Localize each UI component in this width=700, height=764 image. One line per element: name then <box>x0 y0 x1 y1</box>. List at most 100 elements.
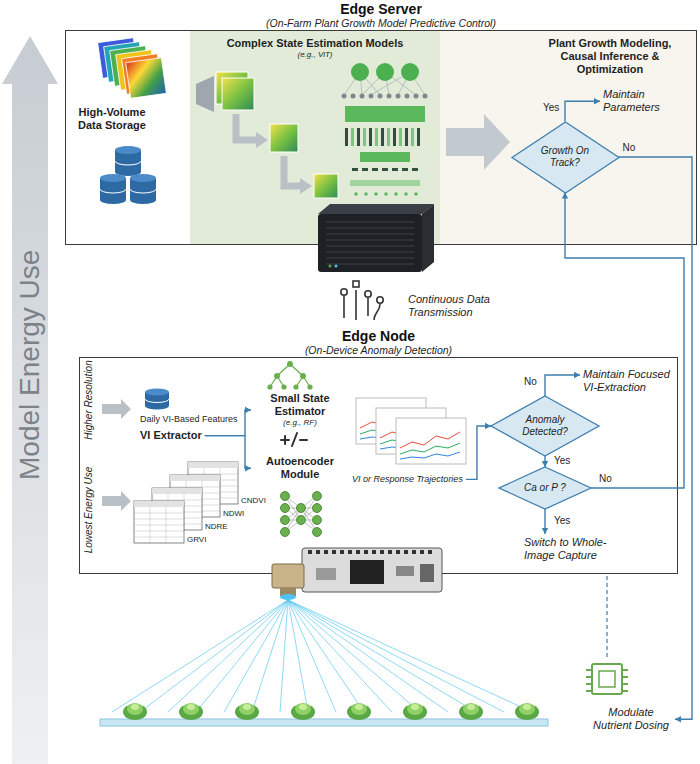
model-pipeline-art <box>376 63 394 81</box>
image-stack <box>98 38 139 79</box>
light-rays <box>112 600 532 712</box>
model-pipeline-art <box>345 128 420 146</box>
light-rays <box>112 600 532 712</box>
sensor-board <box>420 564 434 582</box>
action-text: Maintain Focused VI-Extraction <box>583 368 675 394</box>
tree-icon <box>267 361 312 390</box>
node-title: Small State Estimator <box>252 392 348 418</box>
model-pipeline-art <box>396 94 401 99</box>
sensor-board <box>404 550 408 554</box>
plant-tray <box>123 703 147 720</box>
model-pipeline-art <box>378 94 383 99</box>
transmission-icon <box>353 281 359 287</box>
model-band: Complex State Estimation Models(e.g., Vi… <box>190 31 440 244</box>
model-pipeline-art <box>352 168 418 171</box>
server-icon <box>326 222 414 264</box>
edge-label: Yes <box>554 515 570 527</box>
model-pipeline-art <box>402 168 408 171</box>
sensor-board <box>420 550 424 554</box>
sensor-board <box>348 550 352 554</box>
transmission-icon <box>341 289 347 295</box>
plant-tray <box>519 703 535 715</box>
spreadsheet-stack <box>134 501 184 507</box>
model-pipeline-art <box>394 192 398 196</box>
connector-arrow <box>205 436 251 472</box>
model-pipeline-art <box>412 168 418 171</box>
camera-icon <box>272 564 304 588</box>
connector-line <box>205 436 251 469</box>
plant-tray <box>355 704 363 710</box>
diamond-outline <box>512 122 619 193</box>
node-title: Ca or P ? <box>524 482 566 494</box>
plant-tray <box>467 704 475 710</box>
trajectory-charts <box>360 423 420 434</box>
database-icon <box>100 174 126 182</box>
spreadsheet-stack <box>170 475 220 481</box>
sensor-board <box>340 550 344 554</box>
plant-tray <box>515 703 539 720</box>
spreadsheet-stack <box>188 468 238 504</box>
connector-line <box>565 193 684 489</box>
database-icon <box>130 189 156 193</box>
autoencoder-icon <box>313 516 322 525</box>
resolution-chevron <box>102 399 131 419</box>
plus-minus-icon <box>281 433 307 446</box>
camera-icon <box>280 594 296 600</box>
autoencoder-icon <box>313 504 322 513</box>
plant-tray <box>131 704 139 710</box>
node-subtitle: (e.g., ViT) <box>190 50 440 60</box>
edge-label: Yes <box>543 102 559 114</box>
plant-tray <box>291 704 315 720</box>
autoencoder-icon <box>297 504 306 513</box>
arrow-head <box>485 423 491 429</box>
spreadsheet-stack <box>170 475 220 517</box>
connector-line <box>544 509 545 534</box>
plant-tray <box>100 703 548 726</box>
database-icon <box>100 189 126 193</box>
sensor-board <box>324 550 328 554</box>
plant-tray <box>515 704 539 720</box>
model-pipeline-art <box>369 94 374 99</box>
node-panel: Edge Node(On-Device Anomaly Detection)VI… <box>79 357 678 574</box>
node-title: VI or Response Trajectories <box>352 474 463 485</box>
database-icon <box>100 178 126 204</box>
sensor-board <box>412 550 416 554</box>
node-title: Autoencoder Module <box>252 455 348 481</box>
sensor-board <box>372 550 376 554</box>
connector-line <box>544 456 545 467</box>
model-label: Autoencoder Module <box>252 455 348 481</box>
arrow-head <box>245 465 251 471</box>
server-icon <box>329 265 332 268</box>
model-pipeline-art <box>344 72 425 95</box>
image-stack <box>116 50 157 91</box>
spreadsheet-stack <box>170 475 220 517</box>
model-pipeline-art <box>364 192 368 196</box>
plant-tray <box>299 704 307 710</box>
plant-tray <box>463 703 479 715</box>
edge-label: Yes <box>554 455 570 467</box>
autoencoder-icon <box>313 528 322 537</box>
arrow-head <box>594 98 600 104</box>
database-icon <box>145 389 169 396</box>
model-pipeline-art <box>270 124 298 152</box>
trajectory-charts <box>400 443 460 454</box>
server-icon <box>318 204 434 214</box>
model-pipeline-art <box>384 192 388 196</box>
node-title: Maintain Focused VI-Extraction <box>583 368 675 394</box>
connector-arrow <box>542 509 548 534</box>
image-stack <box>104 42 145 83</box>
autoencoder-icon <box>281 492 322 537</box>
trajectory-charts <box>396 418 466 464</box>
tree-icon <box>307 384 312 389</box>
model-pipeline-art <box>360 94 365 99</box>
spreadsheet-stack <box>134 507 184 543</box>
side-label: Lowest Energy Use <box>83 467 95 554</box>
node-title: Switch to Whole-Image Capture <box>524 536 634 562</box>
sensor-board <box>380 550 384 554</box>
plant-tray <box>243 704 251 710</box>
connector-arrow <box>565 98 600 122</box>
connector-arrow <box>542 456 548 467</box>
autoencoder-icon <box>281 528 290 537</box>
plant-tray <box>179 703 203 720</box>
energy-arrow <box>2 36 58 764</box>
